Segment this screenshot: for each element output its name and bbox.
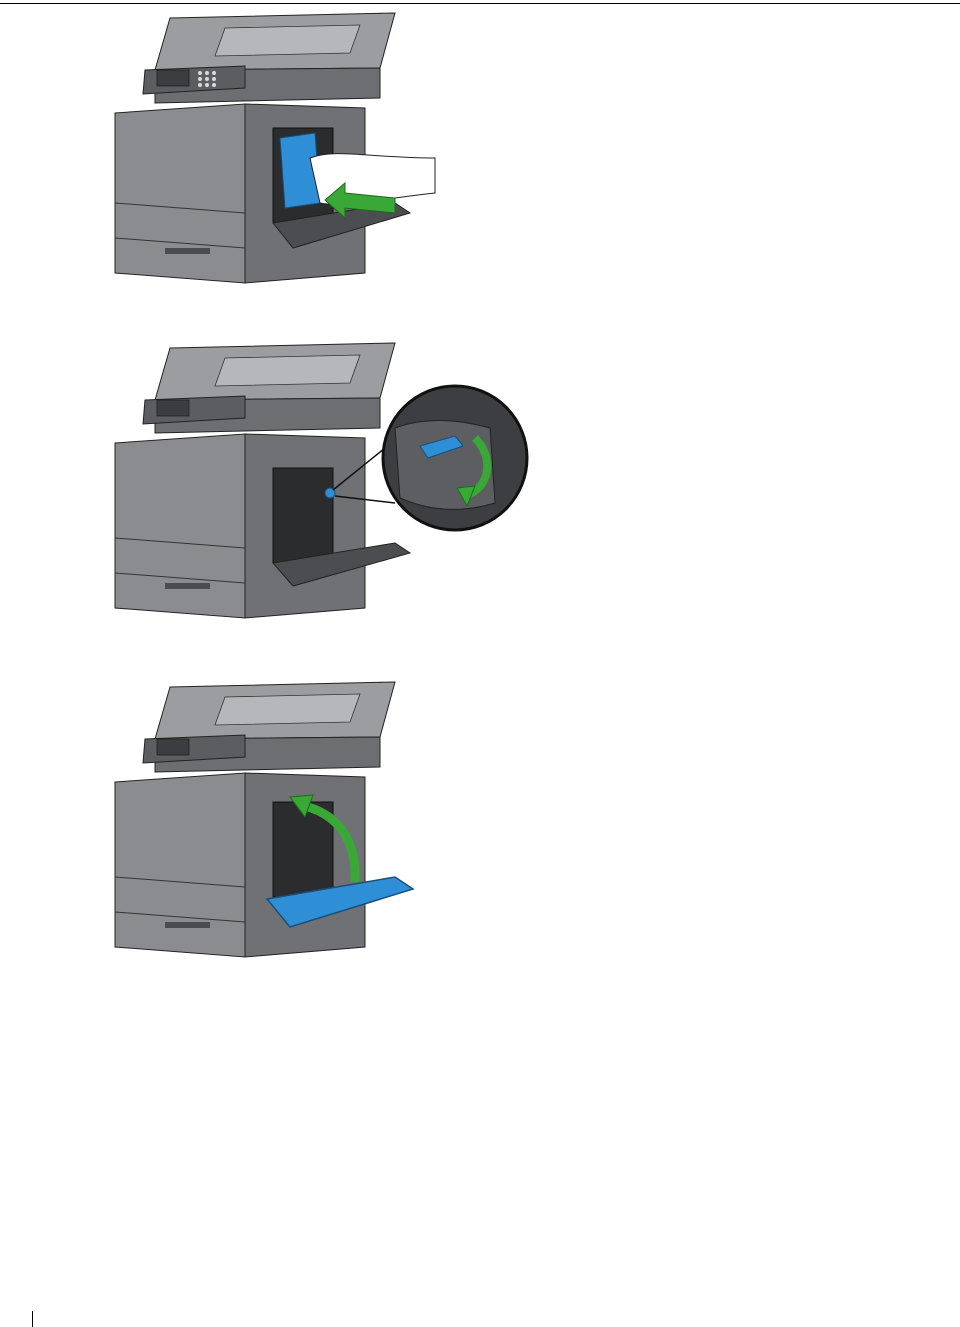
document-feeder-tray xyxy=(215,355,360,386)
page-edge-mark xyxy=(32,1311,33,1327)
figure-close-door xyxy=(95,677,555,977)
tray-handle xyxy=(165,922,210,928)
figure-rotate-lock xyxy=(95,338,555,628)
printer-front xyxy=(115,104,245,283)
figure-insert-cartridge xyxy=(95,8,555,288)
touch-screen xyxy=(157,739,189,755)
touch-screen xyxy=(157,400,189,416)
document-feeder-tray xyxy=(215,25,360,56)
top-rule xyxy=(0,3,960,4)
side-cavity xyxy=(273,468,333,563)
touch-screen xyxy=(157,70,189,86)
tray-handle xyxy=(165,248,210,254)
printer-front xyxy=(115,773,245,957)
tray-handle xyxy=(165,583,210,589)
keypad-icon xyxy=(198,71,216,87)
printer-front xyxy=(115,434,245,618)
printer-rotate-lock-illustration xyxy=(95,338,555,628)
printer-close-door-illustration xyxy=(95,677,555,977)
document-feeder-tray xyxy=(215,694,360,725)
printer-insert-cartridge-illustration xyxy=(95,8,555,288)
